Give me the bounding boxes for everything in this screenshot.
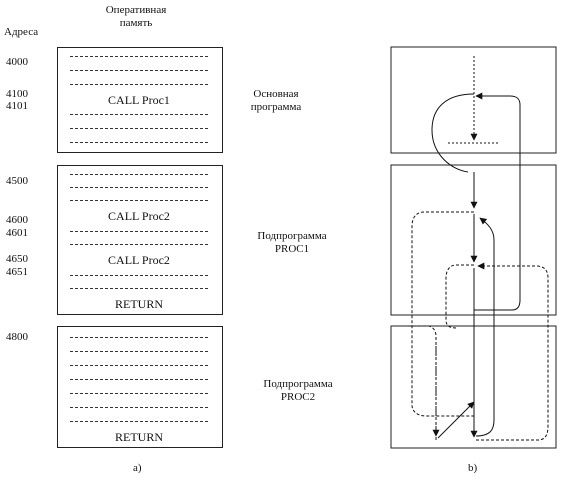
code-line: [70, 379, 208, 380]
code-line: [70, 407, 208, 408]
call-proc1-path: [431, 93, 475, 173]
main-program-box: [57, 47, 223, 153]
call-proc2-first-path: [411, 211, 476, 417]
addresses-header: Адреса: [4, 26, 39, 38]
return-proc1-path: [474, 92, 521, 311]
code-line: [70, 70, 208, 71]
address-4101: 4101: [6, 100, 28, 112]
memory-header-line2: память: [119, 17, 153, 29]
call-proc2-statement-1: CALL Proc2: [108, 209, 170, 223]
code-line: [70, 187, 208, 188]
code-line: [70, 174, 208, 175]
proc1-label-line2: PROC1: [274, 243, 310, 255]
code-line: [70, 393, 208, 394]
flow-box-main: [390, 46, 557, 154]
call-proc2-statement-2: CALL Proc2: [108, 253, 170, 267]
memory-header-line1: Оперативная: [105, 4, 167, 16]
proc1-label-line1: Подпрограмма: [257, 230, 327, 242]
address-4651: 4651: [6, 266, 28, 278]
address-4601: 4601: [6, 227, 28, 239]
code-line: [70, 128, 208, 129]
code-line: [70, 365, 208, 366]
code-line: [70, 421, 208, 422]
code-line: [70, 275, 208, 276]
proc2-box: [57, 326, 223, 448]
call-proc1-statement: CALL Proc1: [108, 93, 170, 107]
address-4100: 4100: [6, 88, 28, 100]
main-program-label-line1: Основная: [253, 88, 299, 100]
proc1-box: [57, 165, 223, 315]
code-line: [70, 337, 208, 338]
code-line: [70, 84, 208, 85]
address-4800: 4800: [6, 331, 28, 343]
caption-a: a): [133, 462, 142, 474]
code-line: [70, 231, 208, 232]
return-statement-proc1: RETURN: [115, 297, 163, 311]
address-4650: 4650: [6, 253, 28, 265]
address-4500: 4500: [6, 175, 28, 187]
address-4000: 4000: [6, 56, 28, 68]
code-line: [70, 288, 208, 289]
code-line: [70, 56, 208, 57]
call-proc2-second-path: [445, 264, 474, 329]
address-4600: 4600: [6, 214, 28, 226]
proc2-diagonal-return: [437, 401, 475, 439]
code-line: [70, 351, 208, 352]
code-line: [70, 244, 208, 245]
main-program-label-line2: программа: [250, 101, 302, 113]
proc2-label-line2: PROC2: [280, 391, 316, 403]
code-line: [70, 200, 208, 201]
return-proc2-first-path: [475, 217, 495, 437]
code-line: [70, 114, 208, 115]
return-statement-proc2: RETURN: [115, 430, 163, 444]
return-proc2-second-path: [408, 266, 549, 441]
caption-b: b): [468, 462, 478, 474]
proc2-label-line1: Подпрограмма: [263, 378, 333, 390]
code-line: [70, 142, 208, 143]
